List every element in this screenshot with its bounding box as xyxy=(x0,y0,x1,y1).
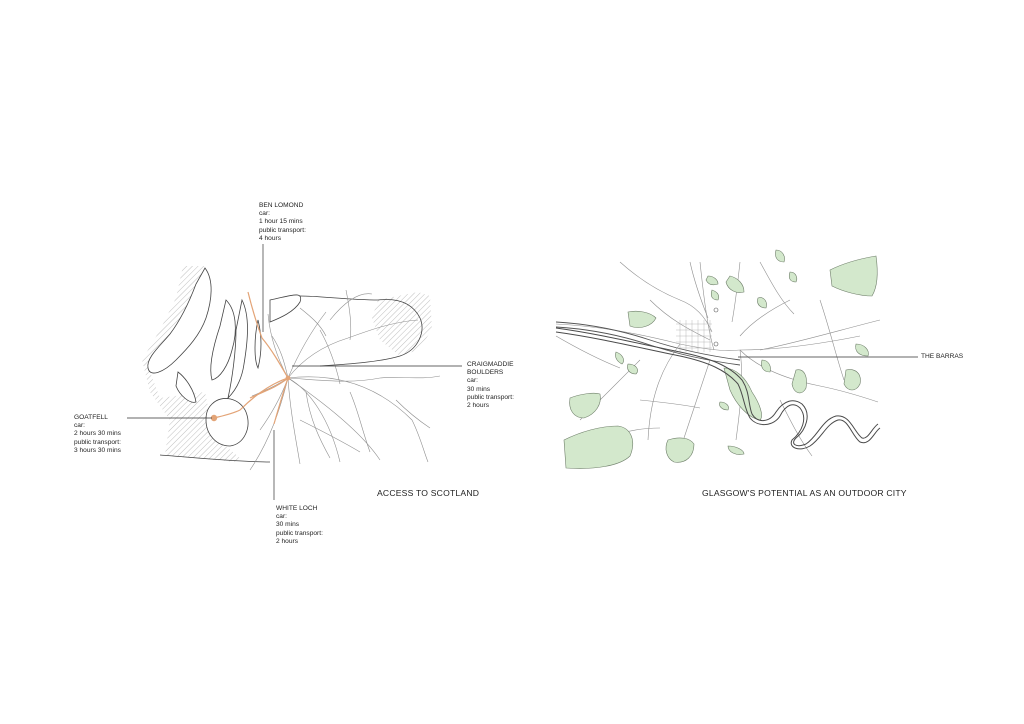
craigmaddie-car-label: car: xyxy=(467,377,478,385)
ben-lomond-name: BEN LOMOND xyxy=(259,202,304,209)
green-space-south-3 xyxy=(727,445,745,455)
city-centre-marker[interactable] xyxy=(713,341,719,347)
goatfell-name: GOATFELL xyxy=(74,414,108,421)
goatfell-car-label: car: xyxy=(74,422,85,430)
glasgow-map-caption: GLASGOW'S POTENTIAL AS AN OUTDOOR CITY xyxy=(702,488,907,498)
white-loch-car-time: 30 mins xyxy=(276,521,300,529)
green-space-east-3 xyxy=(843,369,861,391)
travel-routes xyxy=(213,291,289,425)
coastline-hatching xyxy=(142,266,432,462)
goatfell-marker[interactable] xyxy=(210,414,218,422)
green-space-north-3 xyxy=(710,289,720,301)
craigmaddie-car-time: 30 mins xyxy=(467,385,491,393)
scotland-map-caption: ACCESS TO SCOTLAND xyxy=(377,488,480,498)
river-clyde xyxy=(555,327,881,450)
green-space-north-5 xyxy=(775,249,785,263)
white-loch-pt-label: public transport: xyxy=(276,529,323,537)
green-space-east-2 xyxy=(791,369,807,394)
green-space-north-2 xyxy=(705,275,719,286)
scotland-map xyxy=(127,244,462,500)
green-space-northeast xyxy=(829,255,878,297)
glasgow-map xyxy=(555,249,918,469)
craigmaddie-pt-time: 2 hours xyxy=(467,402,489,410)
green-space-glasgow-green xyxy=(723,367,762,421)
city-grid xyxy=(676,320,712,352)
green-space-west xyxy=(569,392,601,419)
green-space-south-2 xyxy=(719,401,729,411)
barras-label: THE BARRAS xyxy=(921,353,964,360)
craigmaddie-name-line2: BOULDERS xyxy=(467,369,504,377)
goatfell-label: GOATFELL car: 2 hours 30 mins public tra… xyxy=(74,414,121,455)
white-loch-pt-time: 2 hours xyxy=(276,537,298,545)
green-space-southwest xyxy=(563,425,633,469)
leader-lines xyxy=(127,244,462,500)
green-space-north-4 xyxy=(757,297,767,309)
ben-lomond-pt-time: 4 hours xyxy=(259,234,281,242)
green-space-north-6 xyxy=(788,271,798,283)
green-space-west-3 xyxy=(615,351,624,365)
craigmaddie-name-line1: CRAIGMADDIE xyxy=(467,361,514,368)
white-loch-name: WHITE LOCH xyxy=(276,505,318,512)
green-space-east-4 xyxy=(855,343,869,357)
green-spaces[interactable] xyxy=(563,249,878,469)
goatfell-pt-time: 3 hours 30 mins xyxy=(74,446,121,454)
craigmaddie-label: CRAIGMADDIE BOULDERS car: 30 mins public… xyxy=(467,361,514,410)
green-space-west-2 xyxy=(627,363,638,375)
landmark-marker[interactable] xyxy=(713,307,719,313)
green-space-kelvingrove xyxy=(627,310,657,328)
glasgow-hub-marker[interactable] xyxy=(285,375,291,381)
white-loch-label: WHITE LOCH car: 30 mins public transport… xyxy=(276,505,323,546)
ben-lomond-car-time: 1 hour 15 mins xyxy=(259,218,303,226)
goatfell-car-time: 2 hours 30 mins xyxy=(74,430,121,438)
green-space-south xyxy=(665,437,695,463)
road-network xyxy=(249,289,441,471)
goatfell-pt-label: public transport: xyxy=(74,438,121,446)
craigmaddie-pt-label: public transport: xyxy=(467,393,514,401)
ben-lomond-label: BEN LOMOND car: 1 hour 15 mins public tr… xyxy=(259,202,306,243)
ben-lomond-pt-label: public transport: xyxy=(259,226,306,234)
green-space-east-1 xyxy=(761,359,771,373)
white-loch-car-label: car: xyxy=(276,513,287,521)
green-space-north-1 xyxy=(725,275,745,293)
ben-lomond-car-label: car: xyxy=(259,210,270,218)
